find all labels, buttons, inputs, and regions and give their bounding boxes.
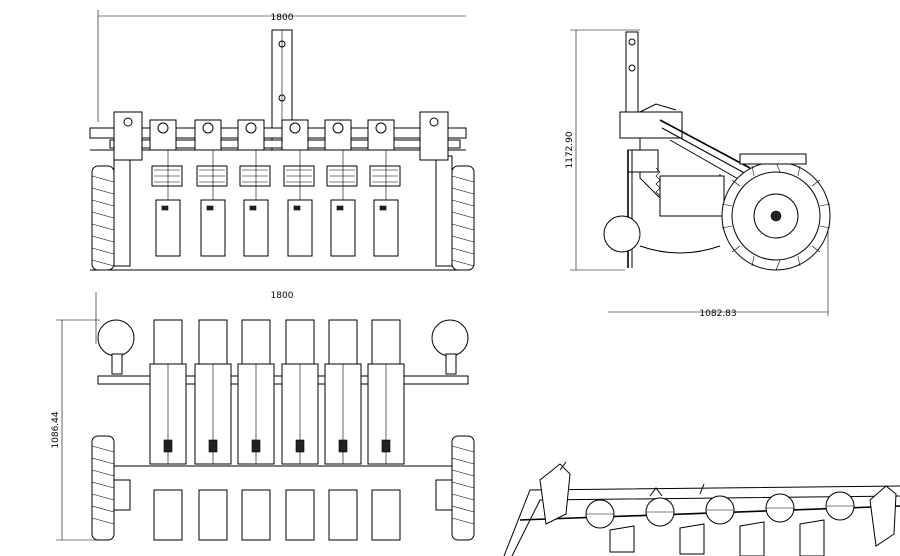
top-width-dimension: 1800 [95,291,294,344]
front-left-wheel [91,155,131,271]
front-right-wheel [435,155,475,271]
front-row-units [149,119,401,257]
top-row-units [149,319,405,541]
isometric-view [503,461,900,556]
side-height-dimension: 1172.90 [565,29,640,271]
top-depth-dimension: 1086.44 [51,319,100,541]
top-right-wheel [435,435,475,541]
top-width-label: 1800 [271,291,294,301]
front-width-label: 1800 [271,13,294,23]
front-view: 1800 [89,10,475,271]
side-height-label: 1172.90 [565,131,575,168]
side-view: 1172.90 1082.83 [565,29,831,319]
side-drive-wheel [721,153,831,271]
top-depth-label: 1086.44 [51,411,61,448]
top-view: 1800 1086.44 [51,291,475,541]
side-length-label: 1082.83 [699,309,736,319]
top-left-wheel [91,435,131,541]
side-length-dimension: 1082.83 [608,230,829,319]
front-width-dimension: 1800 [97,10,466,122]
